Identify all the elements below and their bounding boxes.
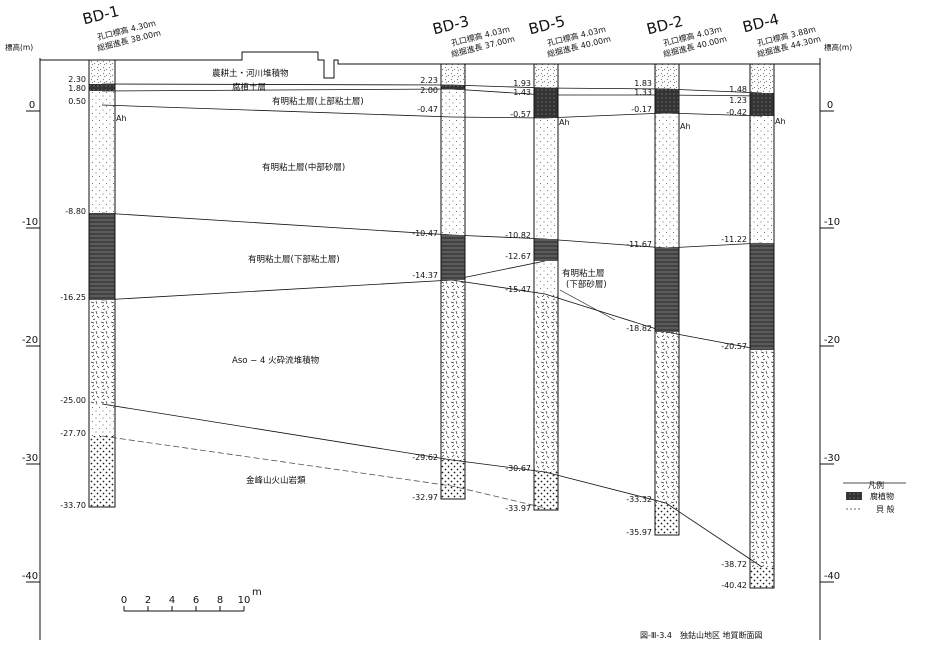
- layer-label-aso4: Aso − 4 火砕流堆積物: [232, 355, 320, 366]
- bd-1-name: BD-1: [81, 2, 121, 28]
- layer-label-upper-clay: 有明粘土層(上部粘土層): [272, 96, 364, 107]
- bd-3-name: BD-3: [431, 12, 471, 38]
- dashed-correlation: [101, 435, 546, 509]
- legend: 凡例 腐植物 貝 殻: [843, 480, 906, 514]
- left-axis: 標高(m) 0 -10 -20 -30 -40: [5, 42, 41, 640]
- bd-2-d6: -35.97: [626, 528, 652, 537]
- left-tick-40: -40: [22, 571, 38, 582]
- bd-3-d1: 2.00: [420, 86, 438, 95]
- borehole-bd-3: BD-3 孔口標高 4.03m 総掘進長 37.00m 2.23 2.00 -0…: [412, 12, 516, 502]
- legend-title: 凡例: [868, 480, 884, 490]
- layer-label-lower-sand-1: 有明粘土層: [562, 268, 605, 279]
- right-tick-30: -30: [824, 453, 840, 464]
- bd-5-ah: Ah: [559, 118, 570, 127]
- bd-2-d5: -33.32: [626, 495, 652, 504]
- figure-caption: 図-Ⅲ-3.4 独鈷山地区 地質断面図: [640, 630, 763, 640]
- right-tick-20: -20: [824, 335, 840, 346]
- bd-5-d1: 1.43: [513, 88, 531, 97]
- scale-tick-2: 2: [145, 595, 151, 606]
- bd-1-ah: Ah: [116, 114, 127, 123]
- bd-5-d5: -15.47: [505, 285, 531, 294]
- bd-5-d0: 1.93: [513, 79, 531, 88]
- layer-label-middle-sand: 有明粘土層(中部砂層): [262, 162, 345, 173]
- bd-5-d6: -30.67: [505, 464, 531, 473]
- layer-label-topsoil: 農耕土・河川堆積物: [212, 68, 289, 79]
- scale-tick-8: 8: [217, 595, 223, 606]
- ground-surface: [40, 51, 820, 79]
- scale-tick-10: 10: [238, 595, 251, 606]
- scale-tick-0: 0: [121, 595, 127, 606]
- bd-2-d2: -0.17: [631, 105, 652, 114]
- bd-1-d5: -25.00: [60, 396, 86, 405]
- bd-2-d0: 1.83: [634, 79, 652, 88]
- bd-3-d6: -32.97: [412, 493, 438, 502]
- correlation-lines: [101, 83, 763, 568]
- borehole-bd-5: BD-5 孔口標高 4.03m 総掘進長 40.00m 1.93 1.43 -0…: [505, 12, 612, 513]
- layer-label-lower-clay: 有明粘土層(下部粘土層): [248, 254, 340, 265]
- layer-label-lower-sand-2: (下部砂層): [566, 279, 607, 290]
- bd-3-d5: -29.62: [412, 453, 438, 462]
- bd-5-name: BD-5: [527, 12, 567, 38]
- left-tick-30: -30: [22, 453, 38, 464]
- bd-2-d1: 1.33: [634, 88, 652, 97]
- bd-5-d7: -33.97: [505, 504, 531, 513]
- bd-4-d0: 1.48: [729, 85, 747, 94]
- layer-label-kinpo: 金峰山火山岩類: [246, 475, 306, 486]
- borehole-bd-2: BD-2 孔口標高 4.03m 総掘進長 40.00m 1.83 1.33 -0…: [626, 12, 728, 537]
- bd-1-d7: -33.70: [60, 501, 86, 510]
- bd-3-d0: 2.23: [420, 76, 438, 85]
- bd-5-d4: -12.67: [505, 252, 531, 261]
- left-tick-20: -20: [22, 335, 38, 346]
- bd-4-d4: -20.57: [721, 342, 747, 351]
- bd-2-d3: -11.67: [626, 240, 652, 249]
- bd-4-d6: -40.42: [721, 581, 747, 590]
- scale-tick-4: 4: [169, 595, 175, 606]
- bd-1-d1: 1.80: [68, 84, 86, 93]
- bd-1-d3: -8.80: [65, 207, 86, 216]
- scale-bar: 0 2 4 6 8 10 m: [121, 587, 262, 612]
- left-axis-title: 標高(m): [5, 42, 33, 52]
- right-axis-title: 標高(m): [824, 42, 852, 52]
- legend-swatch-humus: [846, 492, 862, 500]
- right-tick-40: -40: [824, 571, 840, 582]
- bd-4-ah: Ah: [775, 117, 786, 126]
- scale-tick-6: 6: [193, 595, 199, 606]
- layer-label-humus: 腐植土層: [232, 82, 266, 93]
- borehole-bd-1: BD-1 孔口標高 4.30m 総掘進長 38.00m 2.30 1.80 0.…: [60, 2, 162, 510]
- bd-1-d4: -16.25: [60, 293, 86, 302]
- right-axis: 標高(m) 0 -10 -20 -30 -40: [819, 42, 852, 640]
- bd-5-d2: -0.57: [510, 110, 531, 119]
- scale-unit: m: [252, 587, 262, 598]
- bd-2-d4: -18.82: [626, 324, 652, 333]
- bd-3-d2: -0.47: [417, 105, 438, 114]
- bd-3-d3: -10.47: [412, 229, 438, 238]
- bd-4-d2: -0.42: [726, 108, 747, 117]
- bd-2-ah: Ah: [680, 122, 691, 131]
- bd-5-d3: -10.82: [505, 231, 531, 240]
- bd-4-d1: 1.23: [729, 96, 747, 105]
- legend-item-shell: 貝 殻: [876, 504, 895, 514]
- borehole-bd-4: BD-4 孔口標高 3.88m 総掘進長 44.30m 1.48 1.23 -0…: [721, 10, 822, 590]
- layer-labels: 農耕土・河川堆積物 腐植土層 有明粘土層(上部粘土層) 有明粘土層(中部砂層) …: [212, 68, 607, 486]
- right-tick-0: 0: [827, 100, 833, 111]
- bd-1-d6: -27.70: [60, 429, 86, 438]
- bd-3-d4: -14.37: [412, 271, 438, 280]
- right-tick-10: -10: [824, 217, 840, 228]
- bd-4-d5: -38.72: [721, 560, 747, 569]
- left-tick-10: -10: [22, 217, 38, 228]
- legend-item-humus: 腐植物: [870, 491, 894, 501]
- bd-1-d2: 0.50: [68, 97, 86, 106]
- left-tick-0: 0: [29, 100, 35, 111]
- bd-1-d0: 2.30: [68, 75, 86, 84]
- bd-4-name: BD-4: [741, 10, 781, 36]
- bd-4-d3: -11.22: [721, 235, 747, 244]
